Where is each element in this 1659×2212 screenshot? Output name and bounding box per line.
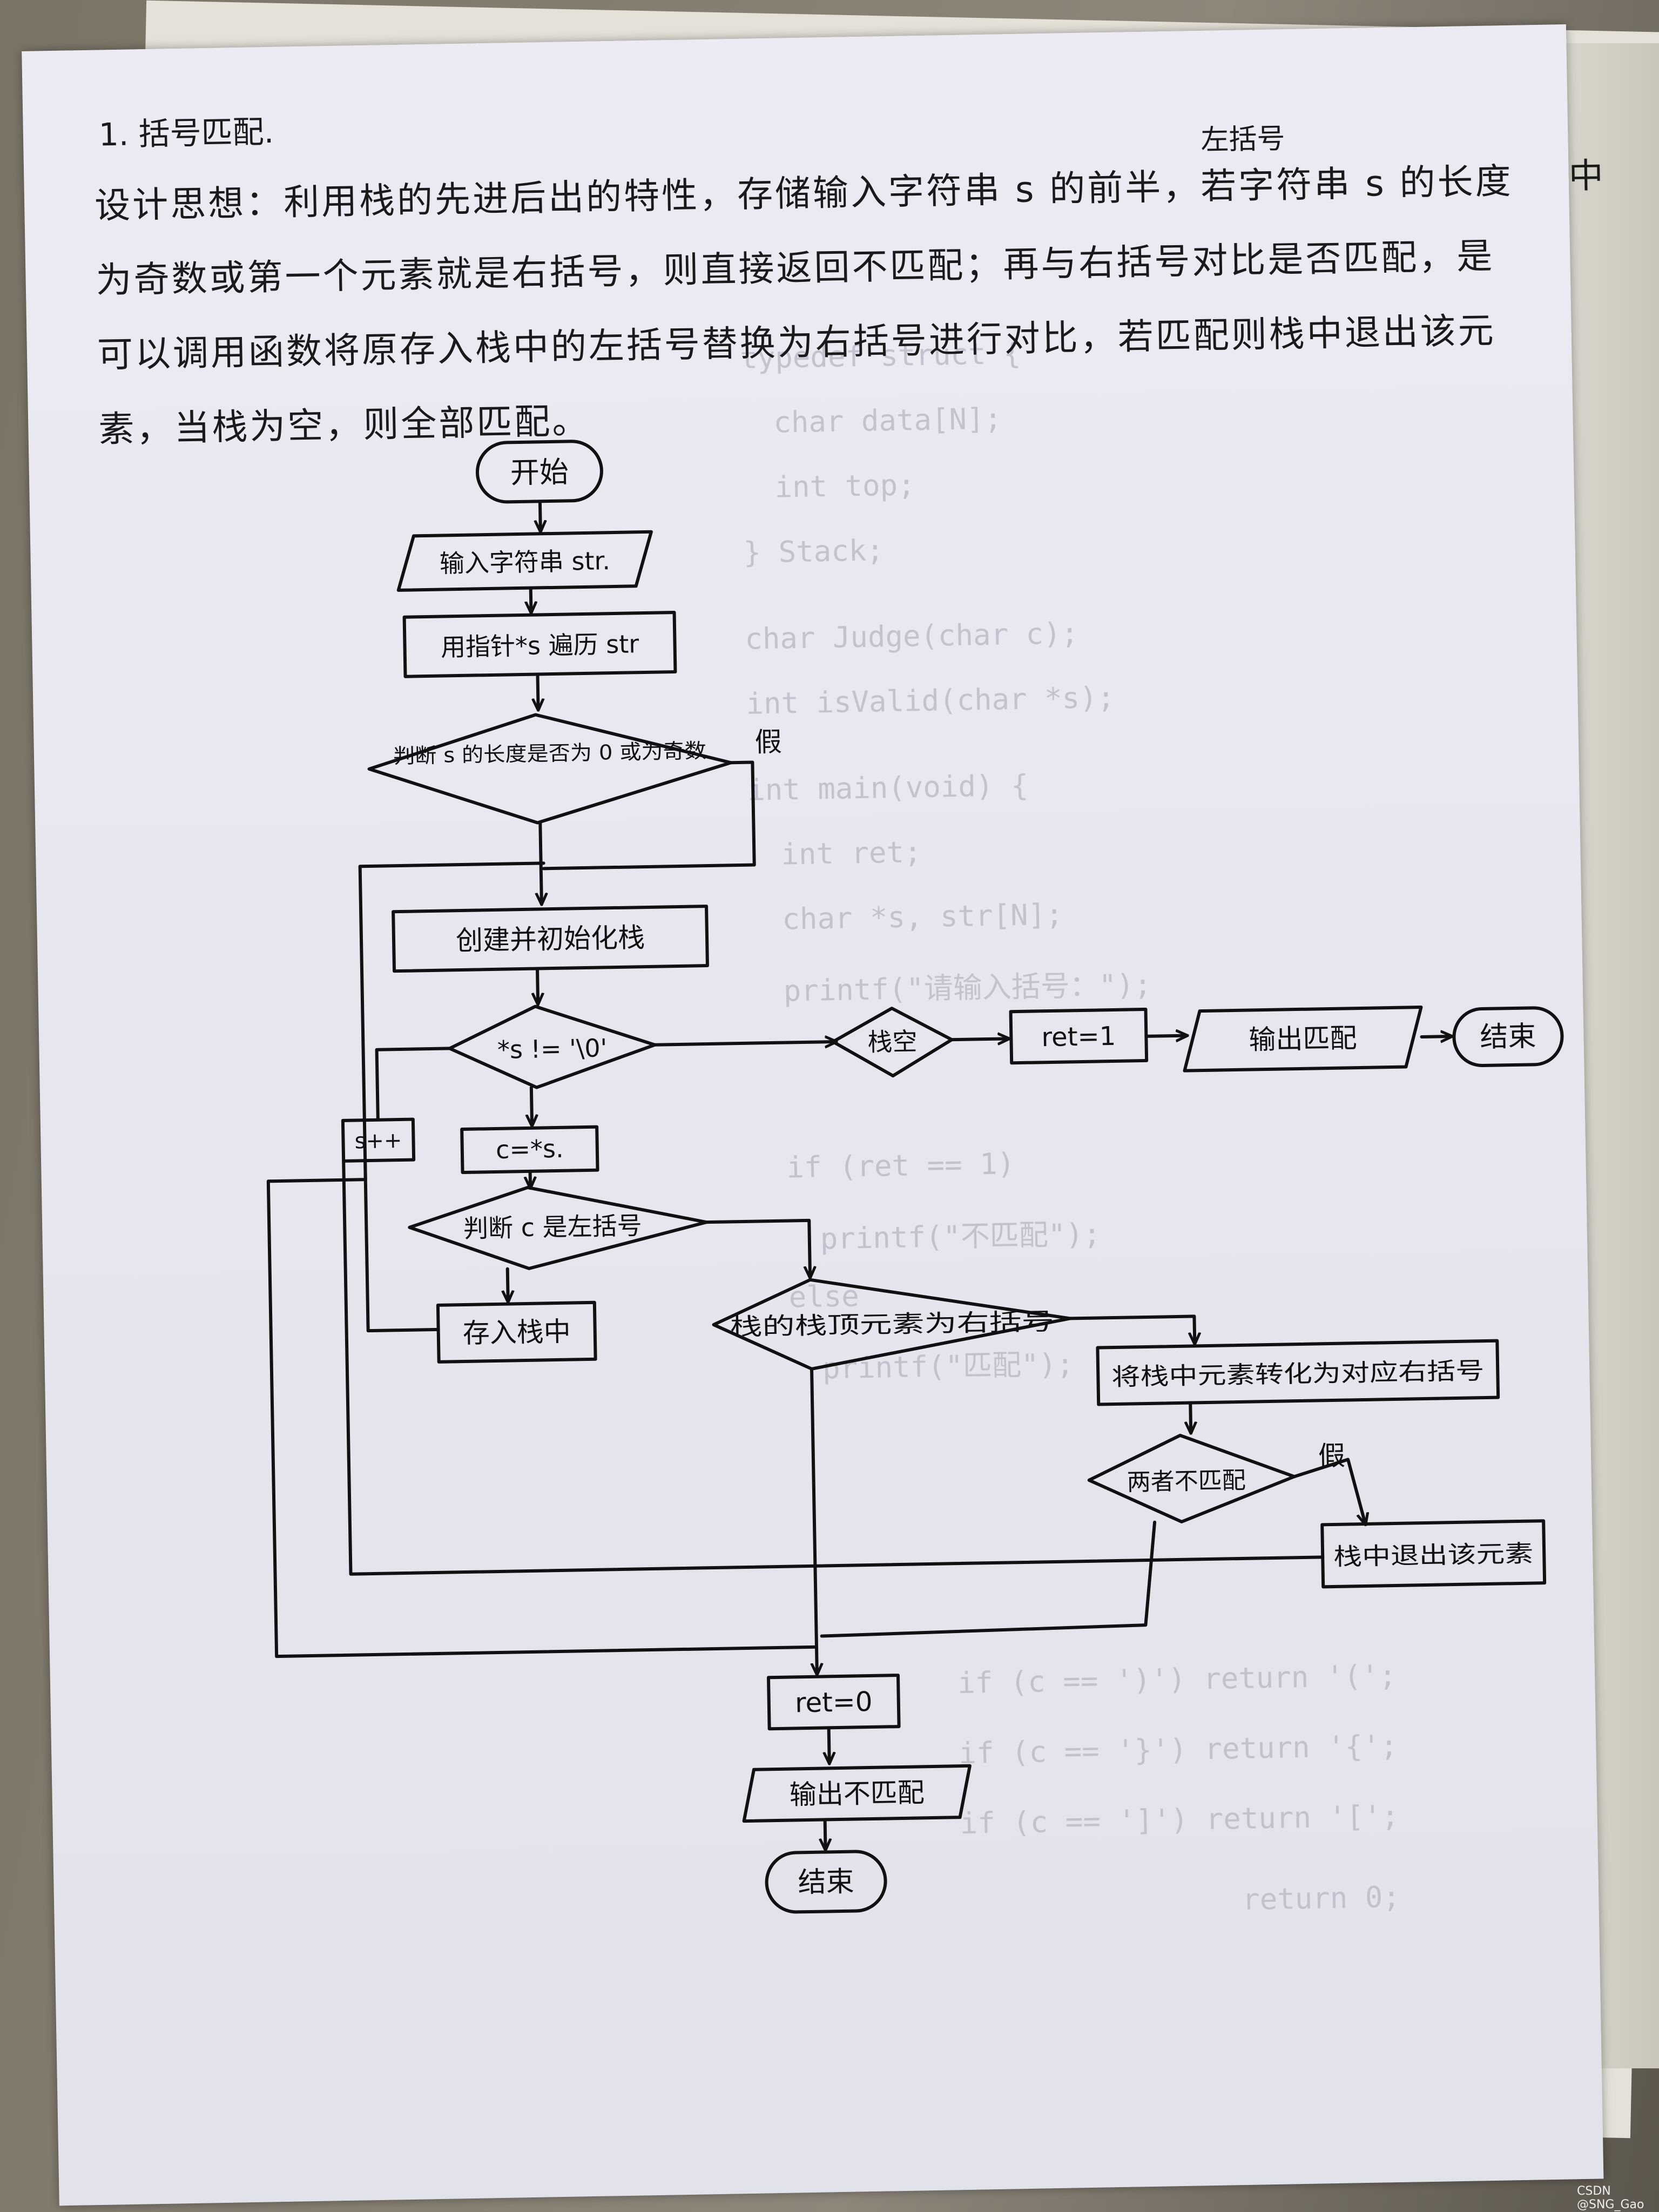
left-paren-label: 判断 c 是左括号 [463,1211,642,1243]
false-label-2: 假 [1318,1440,1345,1472]
convert-node [1096,1339,1500,1406]
output-match-label: 输出匹配 [1249,1022,1357,1055]
start-label: 开始 [510,455,569,490]
loop-condition-label: *s != '\0' [497,1033,608,1064]
traverse-label: 用指针*s 遍历 str [441,629,639,662]
end-terminal-2 [765,1850,887,1914]
not-match-decision [1087,1433,1296,1523]
ret0-node [766,1674,901,1731]
stack-empty-decision [831,1007,954,1078]
create-stack-label: 创建并初始化栈 [456,922,645,956]
output-match-node [1183,1006,1423,1073]
end-terminal-1 [1452,1006,1564,1068]
push-node [436,1300,597,1364]
left-paren-decision [408,1185,709,1270]
push-label: 存入栈中 [462,1316,571,1349]
length-check-decision [367,713,733,825]
create-stack-node [392,905,709,973]
stack-top-label: 栈的栈顶元素为右括号 [730,1308,1054,1341]
end-label-1: 结束 [1480,1020,1536,1054]
convert-label: 将栈中元素转化为对应右括号 [1111,1357,1485,1391]
pop-label: 栈中退出该元素 [1333,1540,1534,1571]
false-label-1: 假 [754,726,782,758]
end-label-2: 结束 [798,1866,854,1899]
watermark: CSDN @SNG_Gao [1577,2184,1644,2211]
notebook-page: typedef struct { char data[N]; int top; … [22,24,1604,2206]
margin-mark: 中 [1568,156,1604,197]
assign-label: c=*s. [496,1134,564,1164]
loop-condition-decision [448,1004,657,1089]
flowchart: 开始 输入字符串 str. 用指针*s 遍历 str 判断 s 的长度是否为 0… [266,440,1564,1914]
input-node [396,530,653,592]
increment-label: s++ [354,1128,402,1154]
not-match-label: 两者不匹配 [1127,1467,1246,1496]
length-check-label: 判断 s 的长度是否为 0 或为奇数 [393,739,707,768]
output-nomatch-label: 输出不匹配 [789,1777,925,1810]
stack-empty-label: 栈空 [867,1027,918,1057]
ret0-label: ret=0 [795,1686,873,1718]
traverse-node [402,611,677,678]
output-nomatch-node [742,1764,972,1823]
input-label: 输入字符串 str. [439,546,610,578]
ret1-label: ret=1 [1041,1021,1116,1053]
